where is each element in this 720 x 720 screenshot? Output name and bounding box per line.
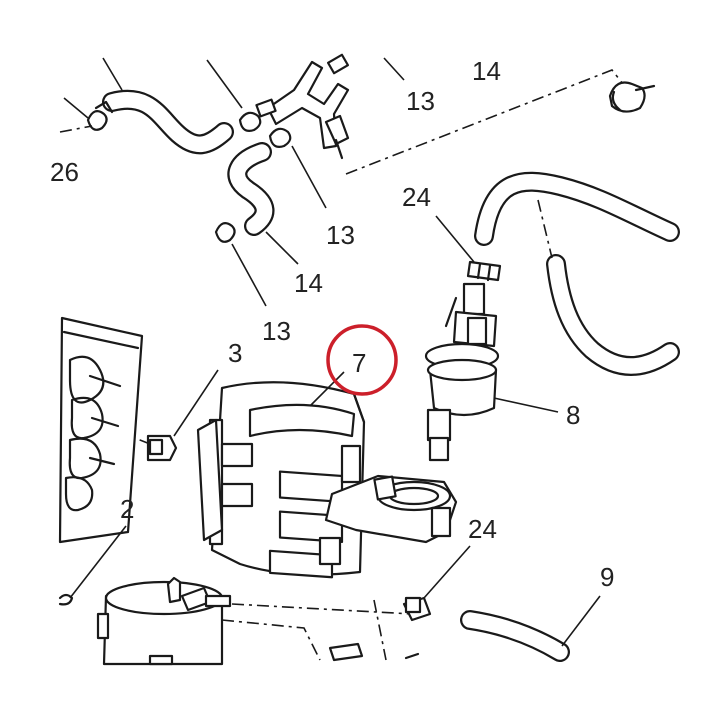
callout-26: 26 [50,157,79,187]
callout-3: 3 [228,338,242,368]
clamp-top-right [608,81,656,113]
upper-left-hose [102,57,234,155]
clip-s-hose-top [268,127,327,209]
strap-clamp [324,474,458,544]
callout-13-top: 13 [406,86,435,116]
y-connector [255,53,405,160]
callout-24-upper: 24 [402,182,431,212]
callout-2: 2 [120,494,134,524]
callout-7: 7 [352,348,366,378]
left-engine-block [58,316,144,544]
callout-14-middle: 14 [294,268,323,298]
clip-upper-middle [206,59,262,132]
callout-24-lower: 24 [468,514,497,544]
valve-part-8 [424,282,559,462]
clip-24-upper [435,215,502,282]
callout-13-lower: 13 [262,316,291,346]
clip-s-hose-bottom [214,222,299,307]
clip-left-26 [59,97,114,133]
callout-13-middle: 13 [326,220,355,250]
canister-part-2 [58,525,232,666]
s-hose [227,142,275,236]
callout-9: 9 [600,562,614,592]
clip-24-lower [402,545,471,622]
bracket-part-7 [196,371,366,579]
callout-14-top: 14 [472,56,501,86]
hose-part-9 [460,595,601,662]
long-hose-right [474,171,680,376]
clip-bottom-center [328,642,420,662]
highlight-circle [326,324,398,396]
callout-8: 8 [566,400,580,430]
